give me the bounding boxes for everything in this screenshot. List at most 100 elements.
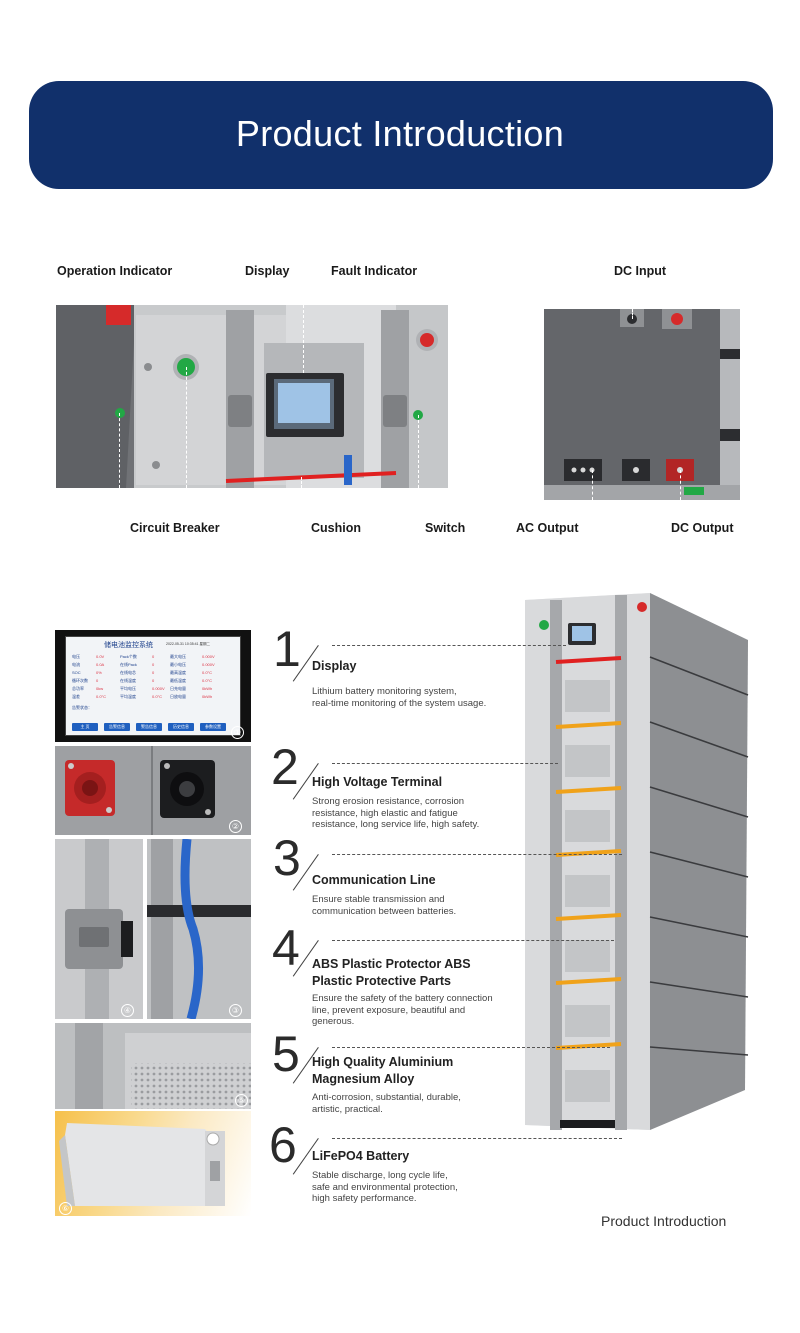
feature-2-desc-line: resistance, high elastic and fatigue (312, 807, 458, 819)
screen-title: 储电池监控系统 (104, 642, 153, 649)
label-cushion: Cushion (311, 521, 361, 535)
screen-button-history[interactable]: 历史信息 (168, 723, 194, 731)
feature-5-number: 5 (272, 1026, 300, 1082)
header-banner (29, 81, 773, 189)
label-dc-output: DC Output (671, 521, 734, 535)
screen-row: 温差 0.0°C 平均温度 0.0°C 日放电量 0kWh (72, 693, 236, 701)
screen-datetime: 2022-05-31 10:35:41 星期二 (166, 642, 210, 646)
leader-switch (418, 415, 419, 488)
feature-4-title-line: ABS Plastic Protector ABS (312, 957, 471, 971)
badge-3: ③ (229, 1004, 242, 1017)
screen-cell: 0 (152, 670, 155, 675)
feature-6-desc-line: Stable discharge, long cycle life, (312, 1170, 448, 1181)
label-dc-input: DC Input (614, 264, 667, 278)
feature-6-desc-line: high safety performance. (312, 1193, 417, 1204)
label-display: Display (245, 264, 290, 278)
label-fault-indicator: Fault Indicator (331, 264, 418, 278)
feature-6-desc-line: safe and environmental protection, (312, 1181, 458, 1193)
feature-6-number: 6 (269, 1117, 297, 1173)
feature-5-title-line: High Quality Aluminium (312, 1055, 454, 1069)
screen-cell: Pack个数 (120, 654, 137, 659)
screen-row: 循环次数 0 在线温度 0 最低温度 0.0°C (72, 677, 236, 685)
leader-cushion (301, 477, 302, 488)
badge-1: ① (231, 726, 244, 739)
screen-row: 电压 0.0V Pack个数 0 最大电压 0.000V (72, 653, 236, 661)
feature-1-leader (332, 645, 566, 646)
footer-caption: Product Introduction (601, 1213, 727, 1229)
feature-6-desc: Stable discharge, long cycle life, safe … (312, 1170, 458, 1205)
screen-cell: 0 (152, 678, 155, 683)
screen-cell: 循环次数 (72, 678, 88, 683)
badge-6: ⑥ (59, 1202, 72, 1215)
screen-cell: 0.0A (96, 662, 105, 667)
screen-cell: 最高温度 (170, 670, 186, 675)
screen-cell: 日放电量 (170, 694, 186, 699)
leader-operation (186, 367, 187, 488)
screen-cell: 平均温度 (120, 694, 136, 699)
screen-cell: 0.0°C (202, 670, 213, 675)
feature-1-desc-line: Lithium battery monitoring system, (312, 686, 457, 697)
screen-button-home[interactable]: 主 页 (72, 723, 98, 731)
feature-5-desc-line: Anti-corrosion, substantial, durable, (312, 1092, 461, 1103)
screen-cell: 0% (96, 670, 102, 675)
feature-1-desc-line: real-time monitoring of the system usage… (312, 697, 487, 709)
badge-5: ⑤ (235, 1094, 248, 1107)
feature-5-desc: Anti-corrosion, substantial, durable, ar… (312, 1092, 461, 1115)
label-circuit-breaker: Circuit Breaker (130, 521, 220, 535)
thumbnail-protector-and-cable: ④ ③ (55, 839, 251, 1019)
side-panel-photo (544, 309, 740, 500)
feature-4-desc-line: line, prevent exposure, beautiful and (312, 1004, 466, 1016)
screen-cell: 最低温度 (170, 678, 186, 683)
front-panel-photo (56, 305, 448, 488)
screen-cell: 平均电压 (120, 686, 136, 691)
screen-cell: 在线Pack (120, 662, 137, 667)
screen-button-bar: 主 页 告警信息 警告信息 历史信息 参数设置 (72, 723, 226, 731)
label-switch: Switch (425, 521, 466, 535)
screen-button-warning[interactable]: 警告信息 (136, 723, 162, 731)
feature-3-desc-line: communication between batteries. (312, 905, 457, 917)
screen-button-alarm[interactable]: 告警信息 (104, 723, 130, 731)
feature-2-desc-line: Strong erosion resistance, corrosion (312, 796, 465, 807)
feature-4-desc-line: Ensure the safety of the battery connect… (312, 993, 493, 1004)
label-operation-indicator: Operation Indicator (57, 264, 173, 278)
screen-cell: 0.0V (96, 654, 105, 659)
screen-cell: 0kw (96, 686, 104, 691)
feature-4-desc: Ensure the safety of the battery connect… (312, 993, 493, 1028)
screen-table: 电压 0.0V Pack个数 0 最大电压 0.000V 电流 0.0A 在线P… (72, 653, 236, 701)
screen-cell: 0kWh (202, 694, 213, 699)
thumbnail-terminals: ② (55, 746, 251, 835)
screen-cell: 0.0°C (152, 694, 163, 699)
feature-2-title: High Voltage Terminal (312, 775, 443, 789)
screen-cell: 温差 (72, 694, 80, 699)
screen-cell: 0.000V (152, 686, 165, 691)
page-title: Product Introduction (235, 113, 565, 154)
screen-row: 总功率 0kw 平均电压 0.000V 日充电量 0kWh (72, 685, 236, 693)
feature-1-desc: Lithium battery monitoring system, real-… (312, 686, 486, 709)
screen-cell: 0kWh (202, 686, 213, 691)
screen-cell: 0 (152, 654, 155, 659)
feature-6-title: LiFePO4 Battery (312, 1149, 410, 1163)
screen-cell: 0.0°C (202, 678, 213, 683)
feature-4-number: 4 (272, 920, 300, 976)
screen-row: SOC 0% 在线电芯 0 最高温度 0.0°C (72, 669, 236, 677)
feature-3-number: 3 (273, 830, 301, 886)
thumbnail-battery: ⑥ (55, 1111, 251, 1216)
leader-ac-output (592, 470, 593, 500)
thumbnail-display-screen: 储电池监控系统 2022-05-31 10:35:41 星期二 电压 0.0V … (55, 630, 251, 742)
feature-3-desc: Ensure stable transmission and communica… (312, 894, 456, 917)
screen-cell: 最小电压 (170, 662, 186, 667)
feature-3-title: Communication Line (312, 873, 436, 887)
screen-cell: 在线电芯 (120, 670, 136, 675)
feature-5-title-line: Magnesium Alloy (312, 1072, 415, 1086)
screen-cell: 0.000V (202, 654, 215, 659)
screen-cell: 0.0°C (96, 694, 107, 699)
screen-cell: SOC (72, 670, 81, 675)
feature-4-desc-line: generous. (312, 1016, 355, 1027)
feature-6-leader (332, 1138, 622, 1139)
screen-row: 电流 0.0A 在线Pack 0 最小电压 0.000V (72, 661, 236, 669)
screen-button-settings[interactable]: 参数设置 (200, 723, 226, 731)
feature-3-desc-line: Ensure stable transmission and (312, 894, 445, 905)
leader-breaker (119, 413, 120, 488)
feature-4-title: ABS Plastic Protector ABS Plastic Protec… (312, 956, 471, 990)
feature-4-title-line: Plastic Protective Parts (312, 974, 451, 988)
